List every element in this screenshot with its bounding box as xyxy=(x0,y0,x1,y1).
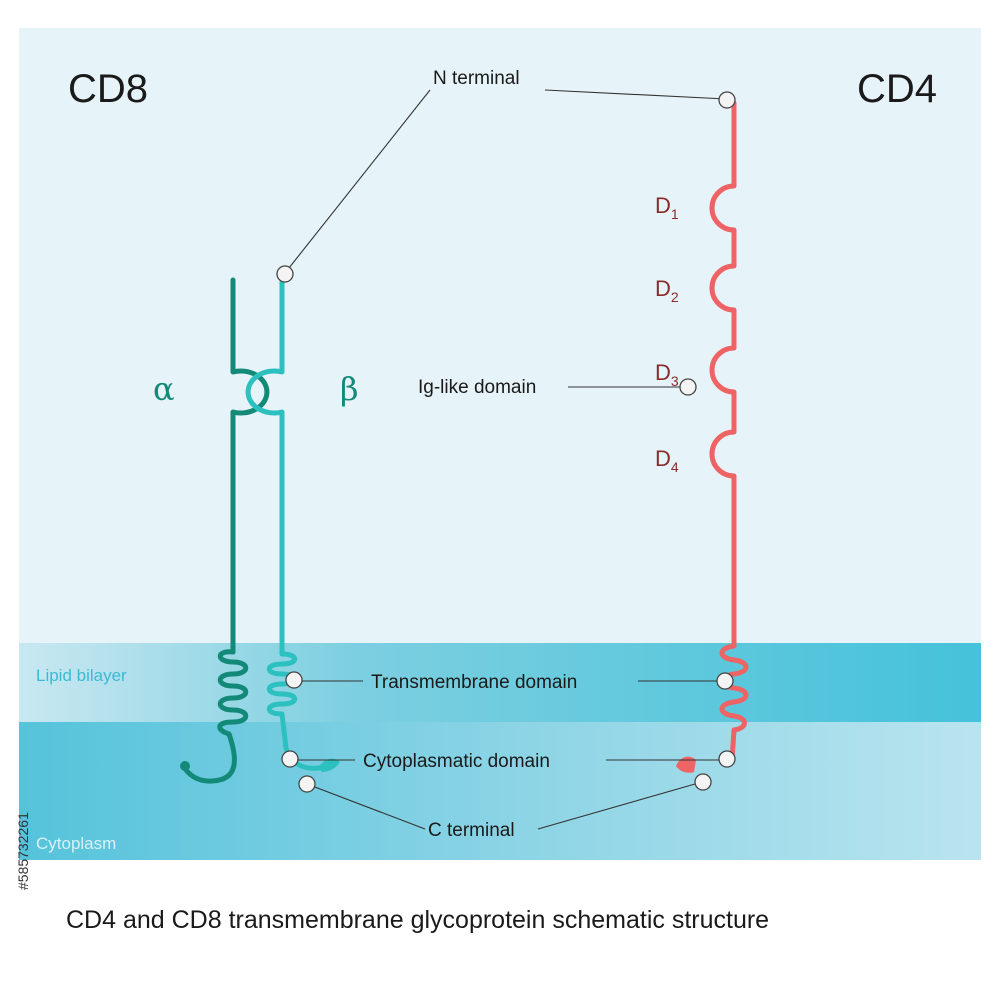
ig-like-domain-label: Ig-like domain xyxy=(418,377,536,398)
transmembrane-domain-label: Transmembrane domain xyxy=(371,672,577,693)
diagram-caption: CD4 and CD8 transmembrane glycoprotein s… xyxy=(66,906,769,934)
cytoplasm-band xyxy=(19,722,981,860)
transmembrane-marker-cd8 xyxy=(285,671,303,689)
domain-label-d1: D1 xyxy=(655,193,679,222)
cytoplasmatic-domain-label: Cytoplasmatic domain xyxy=(363,751,550,772)
stock-id-label: #585732261 xyxy=(15,812,31,890)
callout-leaders xyxy=(284,89,727,830)
c-terminal-marker-cd8 xyxy=(298,775,316,793)
cd8-title: CD8 xyxy=(68,67,148,111)
cd8-alpha-c-terminal-knob xyxy=(180,761,190,771)
alpha-label: α xyxy=(153,370,175,408)
extracellular-background xyxy=(19,28,981,643)
transmembrane-marker-cd4 xyxy=(716,672,734,690)
cd4-chain xyxy=(709,100,749,763)
c-terminal-label: C terminal xyxy=(428,820,515,841)
domain-label-d4: D4 xyxy=(655,446,679,475)
cd8-beta-c-terminal-knob xyxy=(318,758,340,772)
lipid-bilayer-label: Lipid bilayer xyxy=(36,666,127,685)
cd8-alpha-chain xyxy=(180,277,270,784)
cytoplasm-label: Cytoplasm xyxy=(36,834,116,853)
cd4-c-terminal-knob xyxy=(676,756,696,773)
cd4-title: CD4 xyxy=(857,67,937,111)
cytoplasmatic-marker-cd4 xyxy=(718,750,736,768)
c-terminal-marker-cd4 xyxy=(694,773,712,791)
callout-markers xyxy=(276,91,736,793)
ig-like-domain-marker xyxy=(679,378,697,396)
n-terminal-marker-cd8 xyxy=(276,265,294,283)
domain-label-d2: D2 xyxy=(655,276,679,305)
domain-label-d3: D3 xyxy=(655,360,679,389)
lipid-bilayer-band xyxy=(19,643,981,722)
n-terminal-marker-cd4 xyxy=(718,91,736,109)
cytoplasmatic-marker-cd8 xyxy=(281,750,299,768)
n-terminal-label: N terminal xyxy=(433,68,520,89)
beta-label: β xyxy=(340,370,359,408)
